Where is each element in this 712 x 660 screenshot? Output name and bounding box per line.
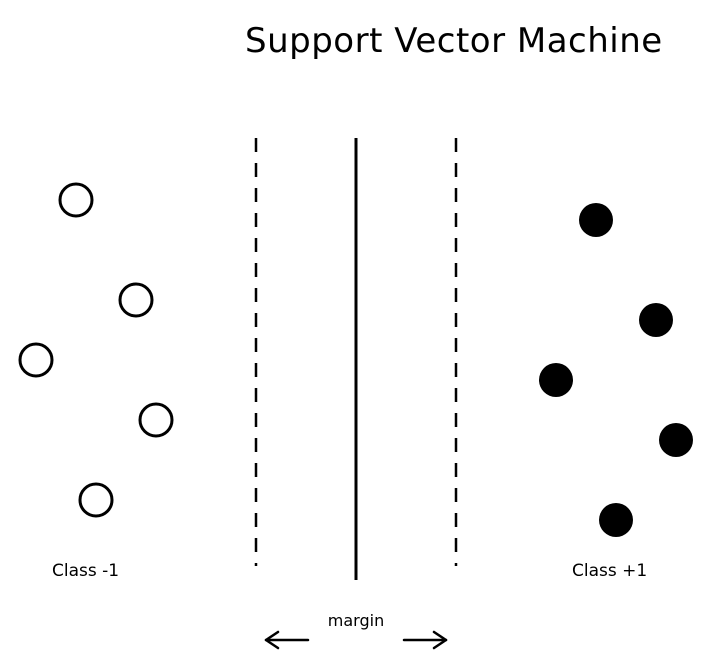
positive-point-icon <box>539 363 573 397</box>
arrow-left-icon <box>264 630 310 650</box>
positive-point-icon <box>579 203 613 237</box>
class-positive-label: Class +1 <box>572 561 647 581</box>
positive-point-icon <box>659 423 693 457</box>
negative-point-icon <box>118 282 154 318</box>
negative-point-icon <box>138 402 174 438</box>
margin-label: margin <box>328 611 384 630</box>
class-positive-points <box>539 203 693 537</box>
diagram-title: Support Vector Machine <box>245 21 663 61</box>
class-negative-points <box>18 182 174 518</box>
negative-point-icon <box>78 482 114 518</box>
arrow-right-icon <box>402 630 448 650</box>
positive-point-icon <box>639 303 673 337</box>
negative-point-icon <box>58 182 94 218</box>
negative-point-icon <box>18 342 54 378</box>
positive-point-icon <box>599 503 633 537</box>
class-negative-label: Class -1 <box>52 561 119 581</box>
